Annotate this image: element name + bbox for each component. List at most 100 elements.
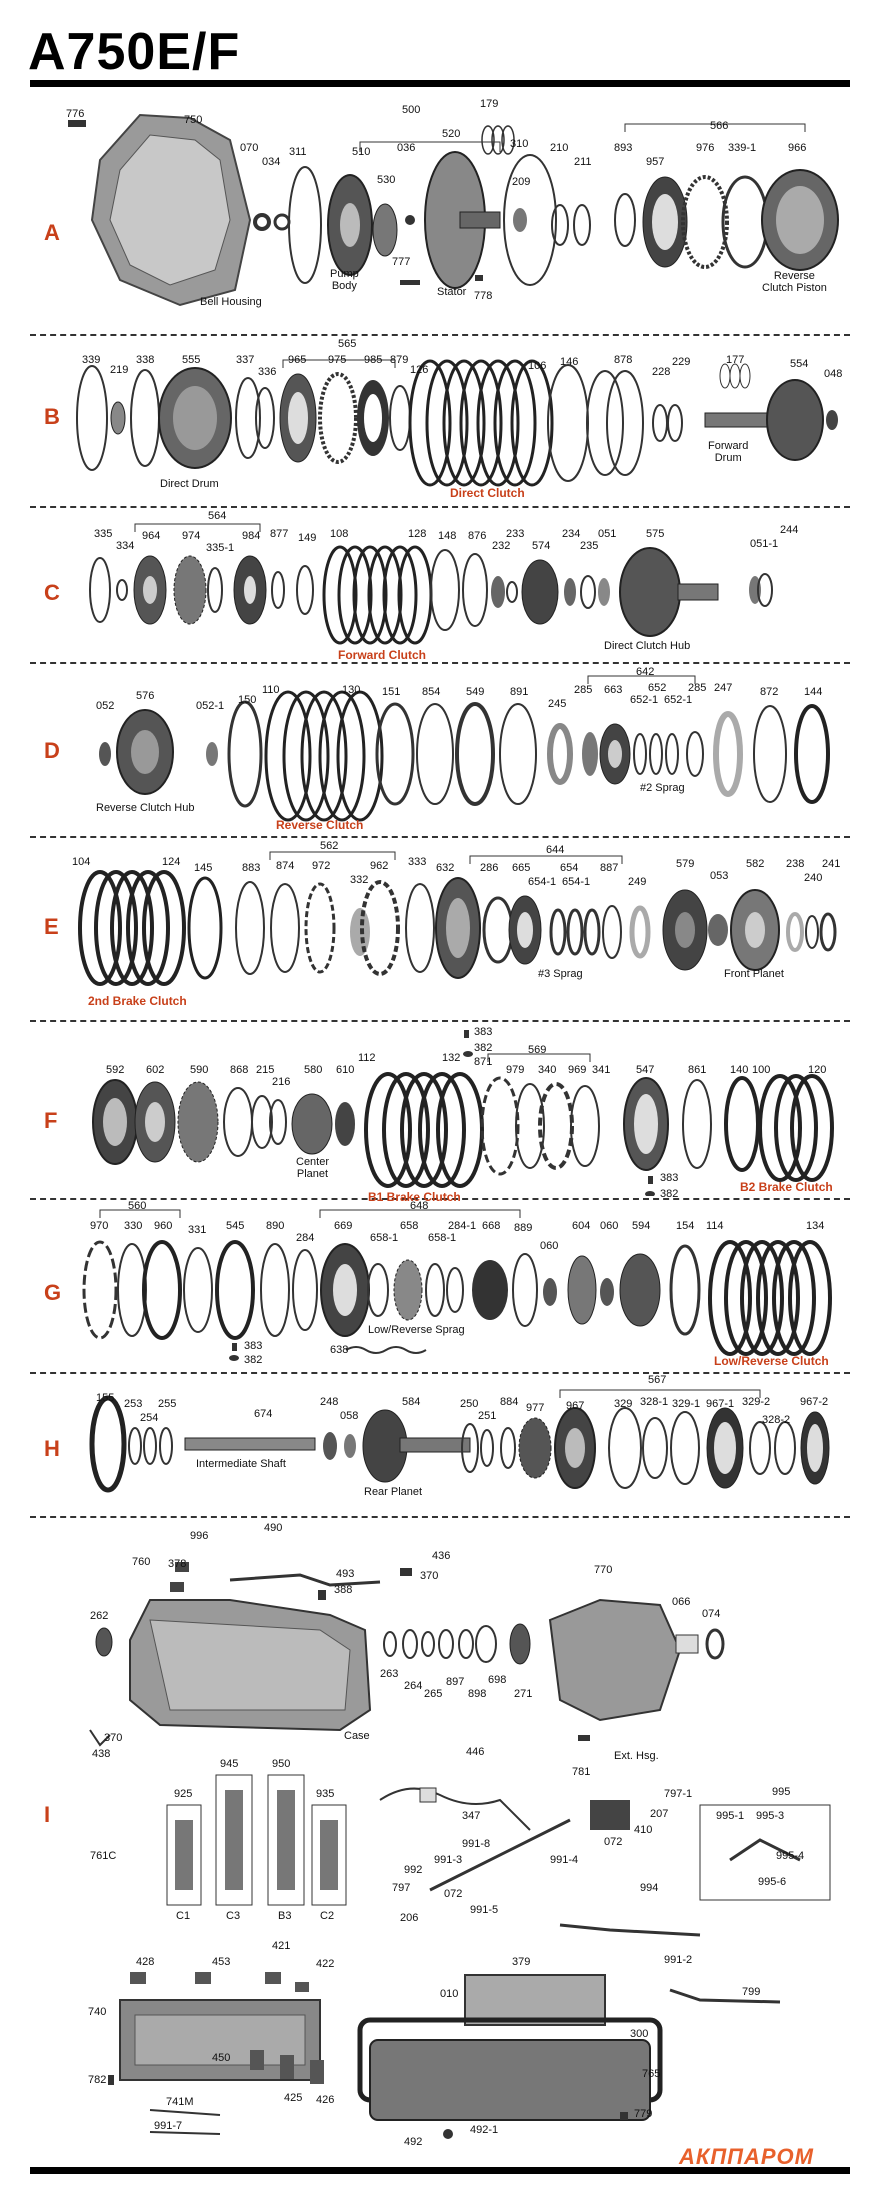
part-label: 962 <box>370 860 389 872</box>
row-separator <box>30 836 850 838</box>
part-label: 781 <box>572 1766 591 1778</box>
part-label: 891 <box>510 686 529 698</box>
part-label: 284 <box>296 1232 315 1244</box>
part-label: 219 <box>110 364 129 376</box>
part-label: 520 <box>442 128 461 140</box>
part-label: 741M <box>166 2096 194 2108</box>
part-label: 253 <box>124 1398 143 1410</box>
part-label: 074 <box>702 1608 721 1620</box>
part-label: 146 <box>560 356 579 368</box>
part-label: 779 <box>634 2108 653 2120</box>
part-label: 383 <box>244 1340 263 1352</box>
row-e: E <box>0 840 870 1018</box>
part-label: 991-2 <box>664 1954 693 1966</box>
row-letter: H <box>44 1436 60 1461</box>
part-label: 248 <box>320 1396 339 1408</box>
part-label: 285 <box>688 682 707 694</box>
part-label: 264 <box>404 1680 423 1692</box>
part-label: 383 <box>474 1026 493 1038</box>
part-label: 179 <box>480 98 499 110</box>
part-label: 124 <box>162 856 181 868</box>
part-label: 209 <box>512 176 531 188</box>
caption-c3: C3 <box>226 1910 241 1922</box>
part-label: 150 <box>238 694 257 706</box>
part-label: 584 <box>402 1396 421 1408</box>
row-letter: A <box>44 220 60 245</box>
part-label: 761C <box>90 1850 117 1862</box>
part-label: 652 <box>648 682 667 694</box>
part-label: 972 <box>312 860 331 872</box>
part-label: 332 <box>350 874 369 886</box>
part-label: 995-4 <box>776 1850 805 1862</box>
row-separator <box>30 506 850 508</box>
part-label: 428 <box>136 1956 155 1968</box>
part-label: 329-1 <box>672 1398 701 1410</box>
part-label: 108 <box>330 528 349 540</box>
part-label: 644 <box>546 844 565 856</box>
part-label: 652-1 <box>630 694 659 706</box>
part-label: 328-2 <box>762 1414 791 1426</box>
part-label: 960 <box>154 1220 173 1232</box>
part-label: 854 <box>422 686 441 698</box>
part-label: 154 <box>676 1220 695 1232</box>
part-label: 575 <box>646 528 665 540</box>
part-label: 216 <box>272 1076 291 1088</box>
part-label: 562 <box>320 840 339 852</box>
part-label: 580 <box>304 1064 323 1076</box>
part-label: 335 <box>94 528 113 540</box>
part-label: 265 <box>424 1688 443 1700</box>
part-label: 991-8 <box>462 1838 491 1850</box>
part-label: 052 <box>96 700 115 712</box>
part-label: 861 <box>688 1064 707 1076</box>
caption-direct-clutch-hub: Direct Clutch Hub <box>604 640 691 652</box>
part-label: 211 <box>574 156 592 168</box>
caption-reverse-clutch-hub: Reverse Clutch Hub <box>96 802 195 814</box>
part-label: 970 <box>90 1220 109 1232</box>
part-label: 797-1 <box>664 1788 693 1800</box>
part-label: 051-1 <box>750 538 779 550</box>
part-label: 492-1 <box>470 2124 499 2136</box>
part-label: 569 <box>528 1044 547 1056</box>
part-label: 215 <box>256 1064 275 1076</box>
part-label: 665 <box>512 862 531 874</box>
part-label: 654-1 <box>562 876 591 888</box>
part-label: 492 <box>404 2136 423 2148</box>
part-label: 339 <box>82 354 101 366</box>
part-label: 898 <box>468 1688 487 1700</box>
caption-sprag-2: #2 Sprag <box>640 782 685 794</box>
row-h-parts <box>89 1389 830 1493</box>
part-label: 549 <box>466 686 485 698</box>
row-d: D <box>0 666 870 834</box>
part-label: 966 <box>788 142 807 154</box>
part-label: 554 <box>790 358 809 370</box>
row-i: I <box>0 1520 870 2160</box>
row-separator <box>30 662 850 664</box>
part-label: 964 <box>142 530 161 542</box>
part-label: 300 <box>630 2028 649 2040</box>
part-label: 975 <box>328 354 347 366</box>
part-label: 740 <box>88 2006 107 2018</box>
part-label: 329-2 <box>742 1396 771 1408</box>
part-label: 340 <box>538 1064 557 1076</box>
part-label: 871 <box>474 1056 493 1068</box>
part-label: 765 <box>642 2068 661 2080</box>
part-label: 151 <box>382 686 401 698</box>
part-label: 566 <box>710 120 729 132</box>
caption-low-reverse-sprag: Low/Reverse Sprag <box>368 1324 465 1336</box>
part-label: 799 <box>742 1986 761 1998</box>
part-label: 328-1 <box>640 1396 669 1408</box>
part-label: 887 <box>600 862 619 874</box>
part-label: 594 <box>632 1220 651 1232</box>
part-label: 100 <box>752 1064 771 1076</box>
part-label: 241 <box>822 858 841 870</box>
part-label: 991-3 <box>434 1854 463 1866</box>
part-label: 286 <box>480 862 499 874</box>
part-label: 255 <box>158 1398 177 1410</box>
part-label: 145 <box>194 862 213 874</box>
part-label: 969 <box>568 1064 587 1076</box>
red-label-forward-clutch: Forward Clutch <box>338 648 427 662</box>
part-label: 436 <box>432 1550 451 1562</box>
part-label: 877 <box>270 528 289 540</box>
part-label: 421 <box>272 1940 291 1952</box>
